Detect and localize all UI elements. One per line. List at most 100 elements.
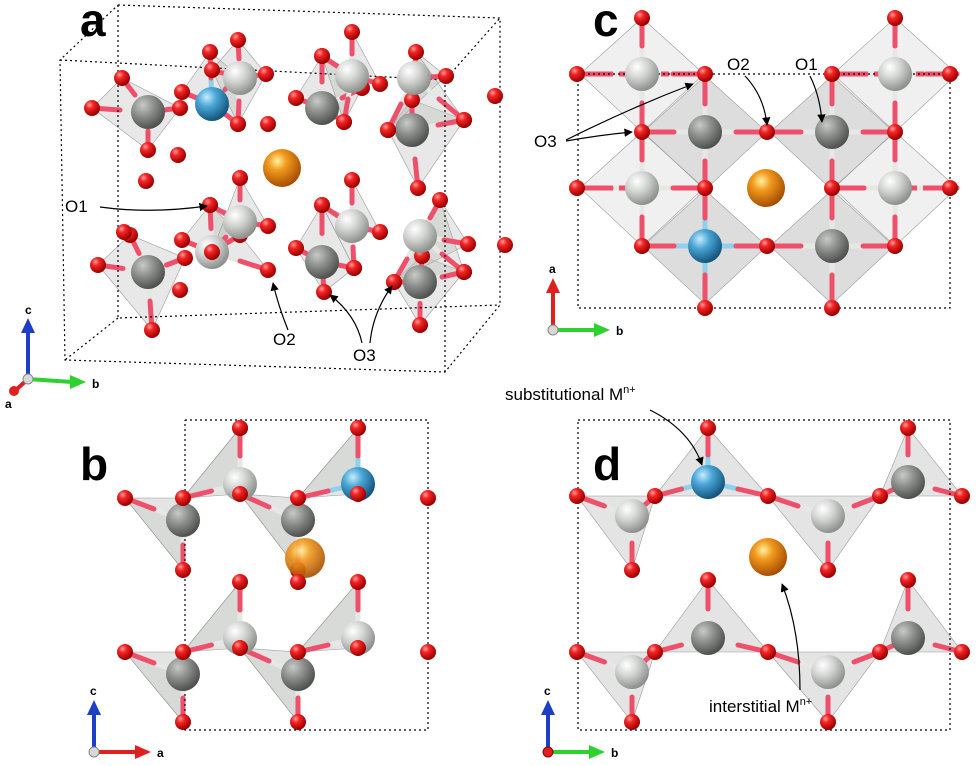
host-metal-atom [223,621,257,655]
annotation-o2-panel-a: O2 [270,282,296,349]
svg-text:interstitial Mn+: interstitial Mn+ [709,696,812,716]
oxygen-atom [900,572,916,588]
annotation-o2-panel-c: O2 [727,55,771,126]
oxygen-atom [872,488,888,504]
oxygen-atom [887,238,903,254]
host-metal-atom [815,115,849,149]
oxygen-atom [344,24,360,40]
host-metal-atom [615,499,649,533]
oxygen-atom [372,76,388,92]
host-metal-atom [335,59,369,93]
host-metal-atom [688,115,722,149]
oxygen-atom [117,644,133,660]
host-metal-atom [625,57,659,91]
atoms-layer [84,10,970,730]
host-metal-atom [811,655,845,689]
annotation-o3-panel-c: O3 [534,82,694,151]
host-metal-atom [878,171,912,205]
oxygen-atom [497,237,513,253]
oxygen-atom [759,238,775,254]
oxygen-atom [290,644,306,660]
oxygen-atom [456,112,472,128]
host-metal-atom [691,621,725,655]
oxygen-atom [174,84,190,100]
oxygen-atom [260,218,276,234]
oxygen-atom [410,180,426,196]
oxygen-atom [117,490,133,506]
oxygen-atom [174,232,190,248]
svg-text:O3: O3 [353,346,376,365]
oxygen-atom [942,180,958,196]
oxygen-atom [380,122,396,138]
host-metal-atom [341,621,375,655]
oxygen-atom [84,100,100,116]
oxygen-atom [647,488,663,504]
axis-triad-a: c a b [5,303,99,411]
host-metal-atom [815,229,849,263]
oxygen-atom [175,714,191,730]
substituent-metal-atom [688,229,722,263]
oxygen-atom [887,10,903,26]
annotation-o1-panel-a: O1 [65,197,208,216]
oxygen-atom [700,420,716,436]
svg-text:c: c [25,303,32,317]
oxygen-atom [232,420,248,436]
oxygen-atom [90,257,106,273]
host-metal-atom [891,621,925,655]
svg-text:c: c [544,684,551,698]
unit-cell-edge [64,317,119,361]
oxygen-atom [760,488,776,504]
oxygen-atom [138,173,154,189]
oxygen-atom [350,574,366,590]
oxygen-atom [230,116,246,132]
oxygen-atom [350,486,366,502]
oxygen-atom [569,180,585,196]
oxygen-atom [569,66,585,82]
host-metal-atom [281,657,315,691]
coordination-polyhedron [767,495,881,571]
oxygen-atom [314,197,330,213]
oxygen-atom [954,488,970,504]
svg-text:O2: O2 [727,55,750,74]
oxygen-atom [697,66,713,82]
oxygen-atom [456,264,472,280]
host-metal-atom [131,255,165,289]
oxygen-atom [438,68,454,84]
host-metal-atom [166,503,200,537]
unit-cell-edge [577,73,951,309]
oxygen-atom [624,562,640,578]
svg-text:a: a [5,397,12,411]
oxygen-atom [569,644,585,660]
host-metal-atom [878,57,912,91]
annotation-o3-panel-a: O3 [329,285,393,365]
oxygen-atom [700,572,716,588]
oxygen-atom [175,644,191,660]
axis-triad-d: c b [541,684,618,760]
host-metal-atom [223,205,257,239]
panel-label-b: b [80,438,108,490]
host-metal-atom [281,503,315,537]
oxygen-atom [697,180,713,196]
oxygen-atom [372,224,388,240]
oxygen-atom [647,644,663,660]
svg-text:b: b [616,324,623,338]
oxygen-atom [408,44,424,60]
svg-text:b: b [611,746,618,760]
oxygen-atom [290,574,306,590]
host-metal-atom [397,61,431,95]
oxygen-atom [420,490,436,506]
oxygen-atom [350,640,366,656]
annotation-interstitial: interstitial Mn+ [709,583,812,716]
oxygen-atom [114,70,130,86]
svg-text:O1: O1 [65,197,88,216]
unit-cell-edge [184,419,429,731]
svg-text:substitutional Mn+: substitutional Mn+ [505,384,636,404]
oxygen-atom [942,66,958,82]
svg-text:O3: O3 [534,132,557,151]
oxygen-atom [316,284,332,300]
oxygen-atom [232,170,248,186]
substituent-metal-atom [691,465,725,499]
interstitial-metal-atom [749,538,787,576]
panel-label-a: a [80,0,106,46]
svg-text:a: a [549,262,556,276]
